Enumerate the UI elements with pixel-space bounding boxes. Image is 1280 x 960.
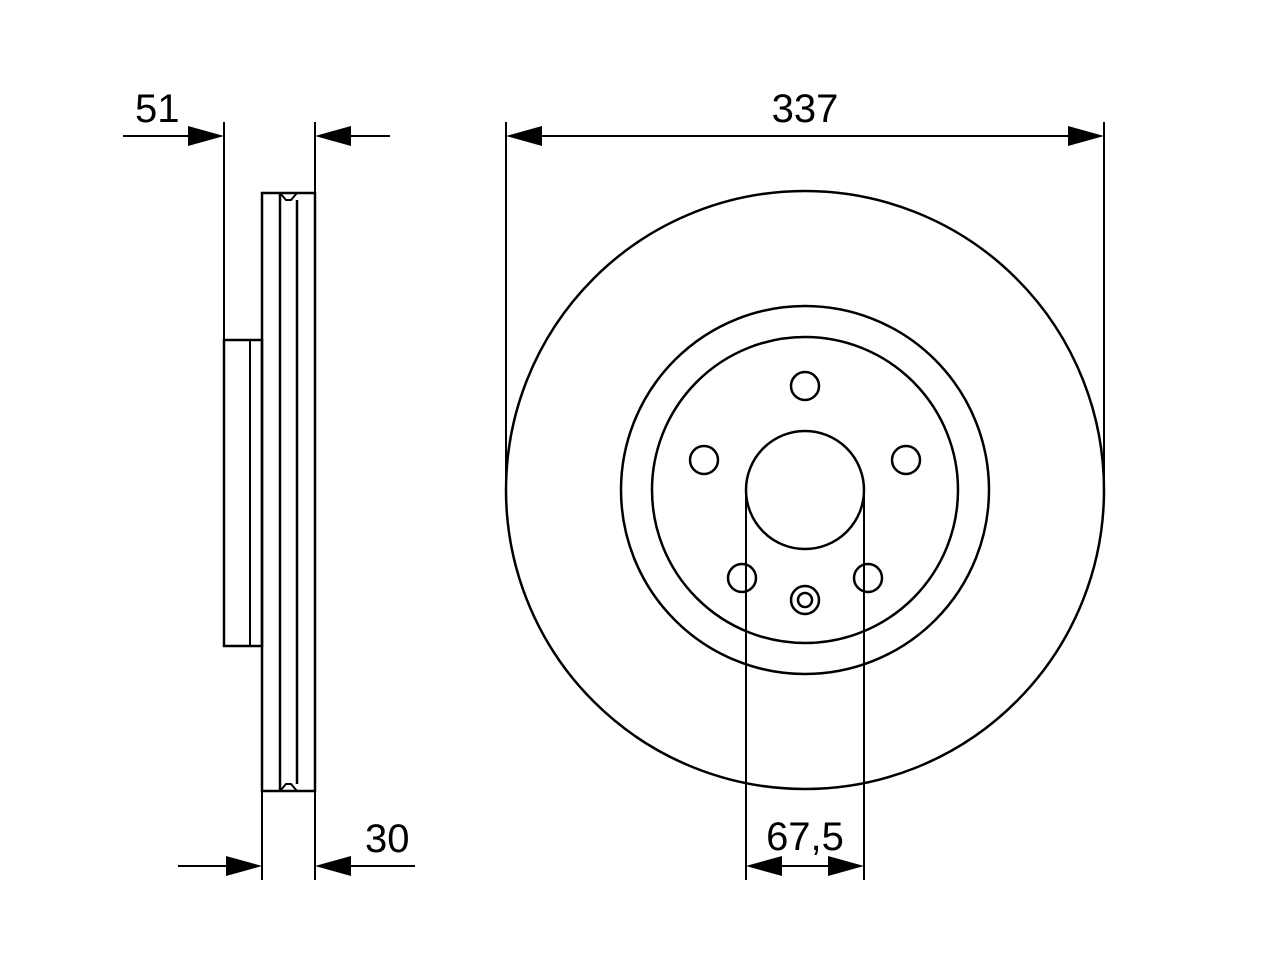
dim-30-label: 30 (365, 817, 410, 861)
disc-outer-profile (260, 191, 317, 793)
set-screw-hole-inner (796, 591, 814, 609)
vent-notch-bottom (279, 783, 298, 792)
front-view: 337 67,5 (504, 87, 1106, 880)
side-view: 51 30 (123, 87, 415, 880)
dim-337-arrow-right (1068, 126, 1104, 146)
rotor-outer-circle (504, 189, 1106, 791)
bolt-hole-top (789, 370, 821, 402)
dim-675-arrow-right (828, 856, 864, 876)
bolt-hole-upper-left (688, 444, 720, 476)
hub-flange (222, 338, 264, 648)
dim-51-arrow-left (188, 126, 224, 146)
dim-675-label: 67,5 (766, 815, 844, 859)
dim-337-label: 337 (772, 87, 839, 131)
hat-inner-circle (650, 335, 960, 645)
dim-675-arrow-left (746, 856, 782, 876)
dim-30-arrow-right (315, 856, 351, 876)
set-screw-hole-outer (789, 584, 821, 616)
dim-51-arrow-right (315, 126, 351, 146)
dim-30-arrow-left (226, 856, 262, 876)
vent-notch-top (279, 192, 298, 201)
bolt-hole-lower-left (726, 562, 758, 594)
dim-51-label: 51 (135, 87, 180, 131)
bolt-hole-upper-right (890, 444, 922, 476)
bolt-hole-lower-right (852, 562, 884, 594)
hat-outer-circle (619, 304, 991, 676)
dim-337-arrow-left (506, 126, 542, 146)
center-bore-circle (744, 429, 866, 551)
